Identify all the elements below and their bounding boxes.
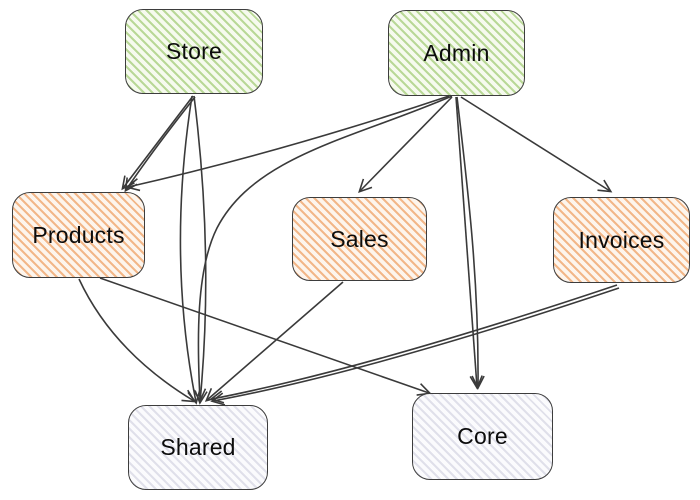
node-admin-label: Admin [423, 39, 490, 66]
node-shared: Shared [128, 405, 268, 490]
node-sales-label: Sales [330, 225, 389, 252]
edge-products-core [99, 277, 432, 396]
edge-store-shared [193, 95, 208, 405]
edge-admin-sales [358, 96, 453, 193]
edge-admin-shared [192, 95, 453, 403]
node-products-label: Products [32, 221, 125, 248]
node-products: Products [12, 192, 145, 278]
node-invoices-label: Invoices [578, 226, 665, 253]
edge-store-products [121, 95, 194, 191]
node-store-label: Store [166, 38, 222, 64]
node-invoices: Invoices [553, 197, 690, 283]
edge-invoices-shared [210, 287, 620, 406]
node-store: Store [125, 9, 263, 94]
edge-admin-invoices [460, 96, 613, 193]
node-core-label: Core [457, 423, 508, 449]
edge-admin-core [456, 96, 485, 390]
edge-products-shared [78, 278, 197, 403]
edge-sales-shared [204, 281, 344, 402]
node-admin: Admin [388, 10, 525, 96]
edge-invoices-shared [209, 284, 618, 404]
node-shared-label: Shared [160, 434, 236, 460]
edge-admin-products [125, 95, 450, 192]
edge-admin-core [455, 96, 483, 390]
node-core: Core [412, 393, 553, 480]
node-sales: Sales [292, 197, 427, 281]
edge-store-shared [179, 95, 201, 405]
edge-store-products [124, 96, 196, 193]
